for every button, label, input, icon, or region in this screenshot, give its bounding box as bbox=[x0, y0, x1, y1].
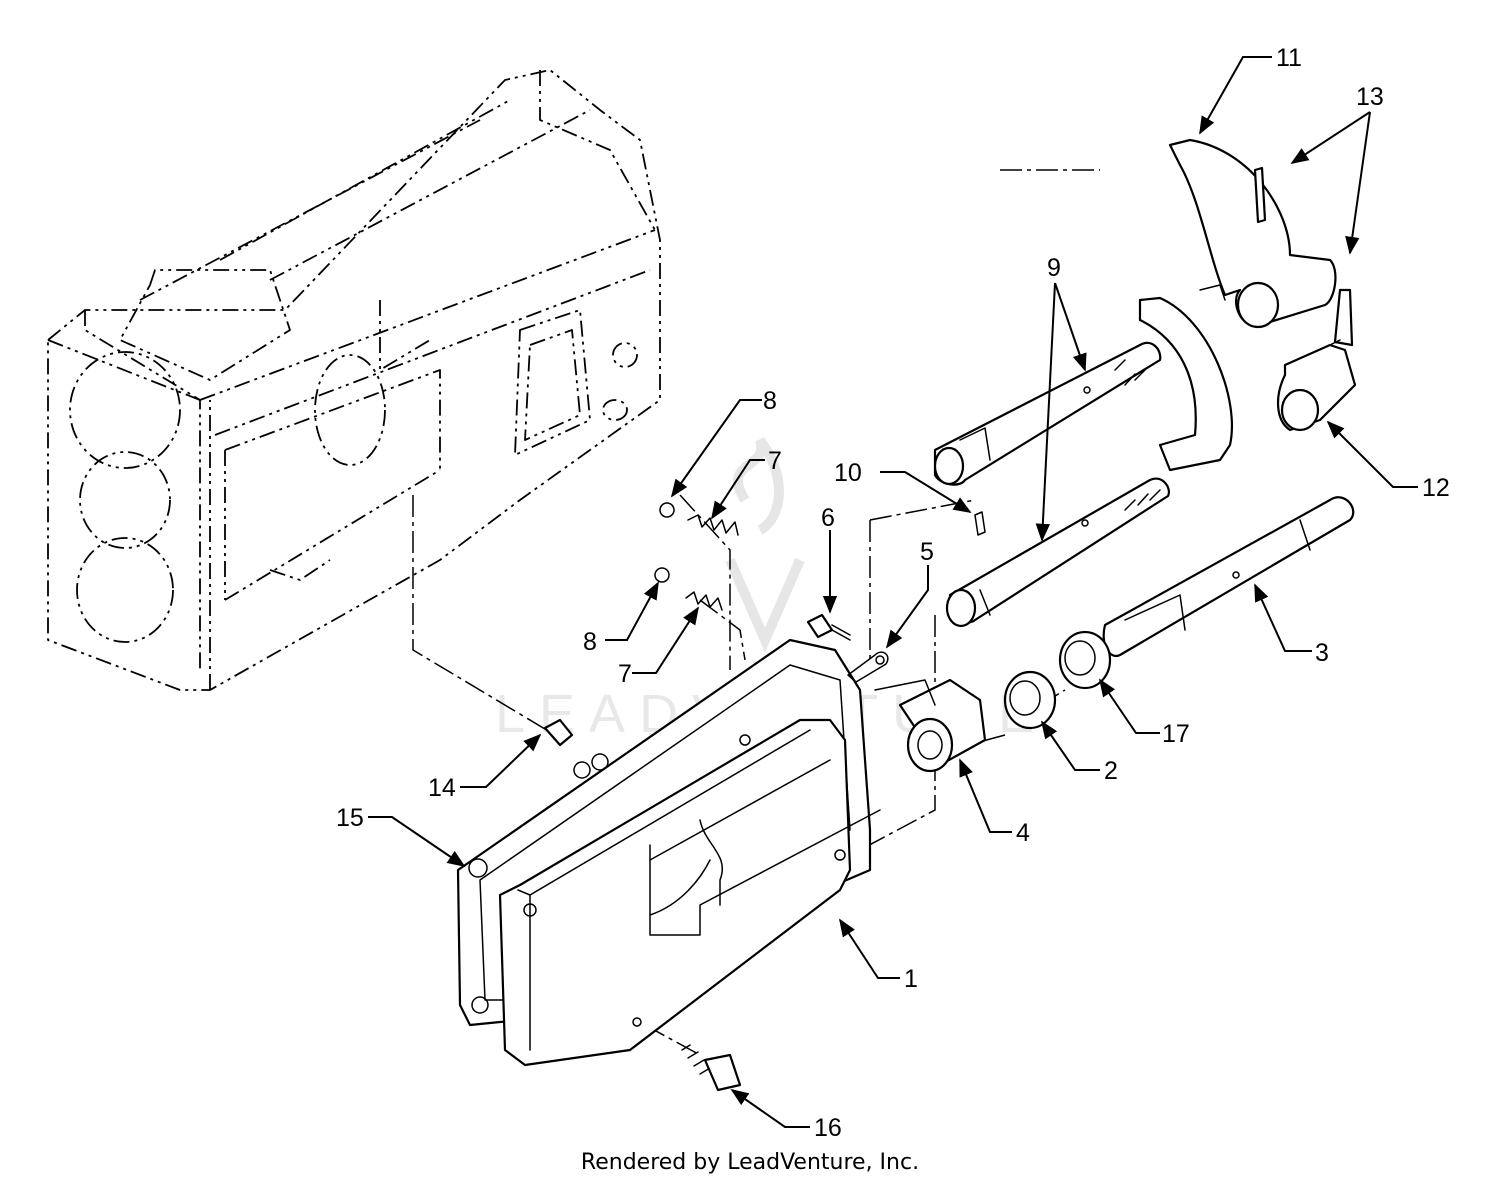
seal-2 bbox=[1003, 670, 1057, 730]
callout-15: 15 bbox=[336, 804, 364, 832]
callout-13: 13 bbox=[1356, 83, 1384, 111]
alignment-lines bbox=[412, 169, 1100, 1056]
shift-fork-lower bbox=[1138, 288, 1357, 472]
spring-lower bbox=[654, 567, 723, 611]
leader-lines bbox=[368, 56, 1418, 1128]
callout-17: 17 bbox=[1162, 720, 1190, 748]
callout-1: 1 bbox=[904, 965, 918, 993]
callout-2: 2 bbox=[1104, 757, 1118, 785]
callout-7-lower: 7 bbox=[618, 660, 632, 688]
callout-8-upper: 8 bbox=[763, 387, 777, 415]
callout-5: 5 bbox=[920, 538, 934, 566]
dowel-14 bbox=[543, 718, 574, 747]
pin-10 bbox=[974, 511, 986, 536]
callout-10: 10 bbox=[834, 459, 862, 487]
callout-3: 3 bbox=[1315, 639, 1329, 667]
plug-16 bbox=[681, 1044, 742, 1092]
callout-14: 14 bbox=[428, 774, 456, 802]
seal-17 bbox=[1058, 630, 1112, 690]
watermark-logo bbox=[725, 437, 805, 653]
callout-7-upper: 7 bbox=[768, 447, 782, 475]
spring-upper bbox=[659, 502, 739, 536]
callout-12: 12 bbox=[1422, 474, 1450, 502]
washer-5 bbox=[847, 651, 889, 683]
bolt-6 bbox=[806, 613, 851, 641]
callout-9: 9 bbox=[1047, 254, 1061, 282]
callout-16: 16 bbox=[814, 1114, 842, 1142]
callout-labels: 11 13 9 12 8 7 10 6 5 8 7 3 17 2 4 14 15… bbox=[336, 44, 1450, 1142]
transmission-housing bbox=[47, 69, 661, 691]
callout-8-lower: 8 bbox=[583, 628, 597, 656]
callout-4: 4 bbox=[1016, 819, 1030, 847]
shaft bbox=[1102, 496, 1355, 658]
bushing bbox=[874, 678, 987, 773]
shift-fork-upper bbox=[1168, 138, 1337, 329]
shift-rail-lower bbox=[945, 477, 1170, 628]
render-credit: Rendered by LeadVenture, Inc. bbox=[580, 1150, 920, 1175]
callout-11: 11 bbox=[1276, 44, 1302, 72]
cover-plate bbox=[498, 718, 881, 1067]
callout-6: 6 bbox=[821, 504, 835, 532]
